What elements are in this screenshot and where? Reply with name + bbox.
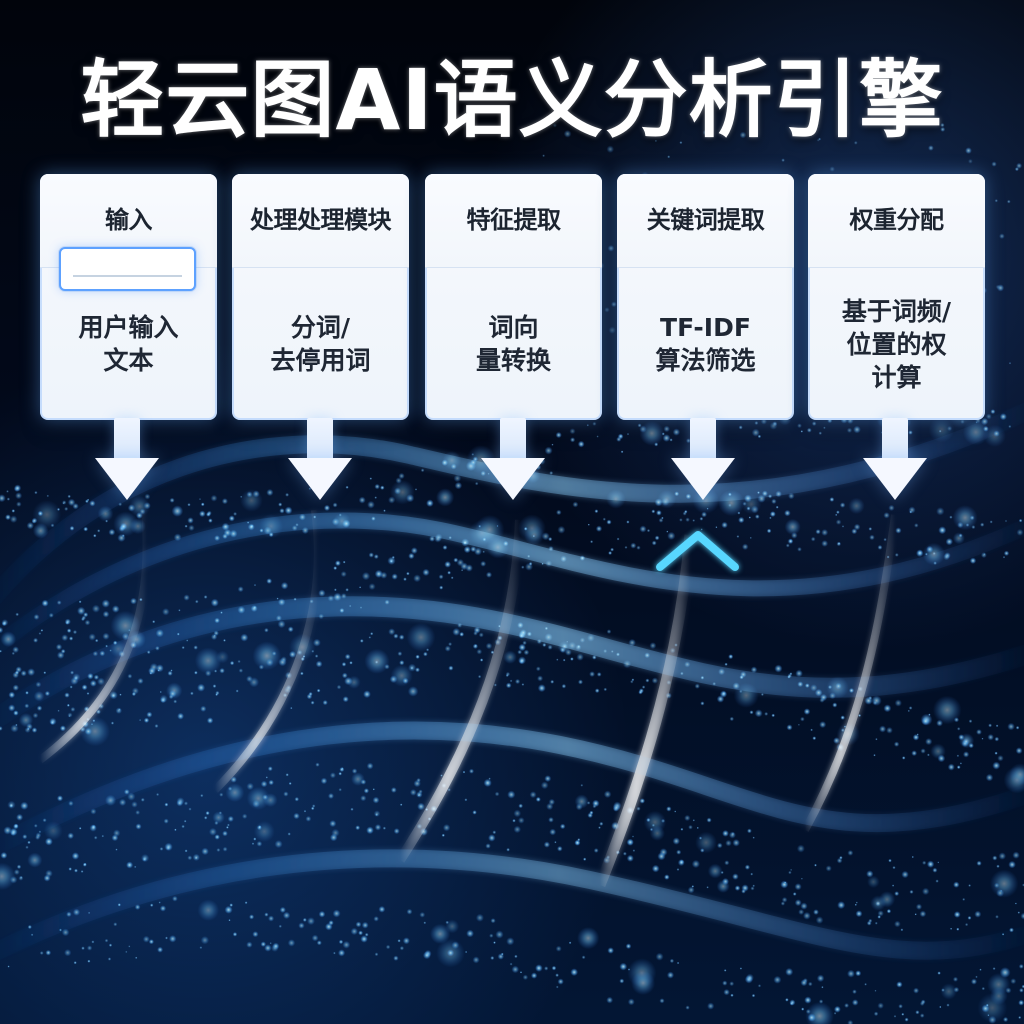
step-card-processing-header: 处理处理模块 xyxy=(232,174,409,268)
step-card-weight-allocation-body: 基于词频/ 位置的权 计算 xyxy=(808,268,985,420)
step-card-keyword-extraction-header: 关键词提取 xyxy=(617,174,794,268)
step-card-processing: 处理处理模块 分词/ 去停用词 xyxy=(232,174,409,420)
main-title: 轻云图AI语义分析引擎 xyxy=(80,51,944,149)
step-card-input-description: 用户输入 文本 xyxy=(78,313,179,375)
step-card-processing-description: 分词/ 去停用词 xyxy=(270,313,371,375)
step-card-input-body: 用户输入 文本 xyxy=(40,268,217,420)
step-card-feature-extraction-description: 词向 量转换 xyxy=(475,313,551,375)
step-card-feature-extraction-body: 词向 量转换 xyxy=(425,268,602,420)
down-arrow-icon xyxy=(863,418,927,501)
step-card-processing-body: 分词/ 去停用词 xyxy=(232,268,409,420)
step-card-weight-allocation: 权重分配 基于词频/ 位置的权 计算 xyxy=(808,174,985,420)
step-card-weight-allocation-header: 权重分配 xyxy=(808,174,985,268)
down-arrow-icon xyxy=(95,418,159,501)
step-card-feature-extraction-header: 特征提取 xyxy=(425,174,602,268)
step-card-weight-allocation-description: 基于词频/ 位置的权 计算 xyxy=(841,296,952,392)
step-card-keyword-extraction-title: 关键词提取 xyxy=(646,206,765,235)
step-card-processing-title: 处理处理模块 xyxy=(250,206,392,235)
step-card-keyword-extraction: 关键词提取 TF-IDF 算法筛选 xyxy=(617,174,794,420)
text-input-box[interactable] xyxy=(59,247,196,291)
step-card-weight-allocation-title: 权重分配 xyxy=(849,206,945,235)
down-arrow-icon xyxy=(481,418,545,501)
down-arrow-icon xyxy=(671,418,735,501)
step-card-keyword-extraction-body: TF-IDF 算法筛选 xyxy=(617,268,794,420)
step-card-keyword-extraction-description: TF-IDF 算法筛选 xyxy=(655,313,756,375)
step-card-feature-extraction-title: 特征提取 xyxy=(466,206,562,235)
step-card-input: 输入 用户输入 文本 xyxy=(40,174,217,420)
down-arrow-icon xyxy=(288,418,352,501)
step-card-input-title: 输入 xyxy=(105,206,153,235)
step-card-feature-extraction: 特征提取 词向 量转换 xyxy=(425,174,602,420)
